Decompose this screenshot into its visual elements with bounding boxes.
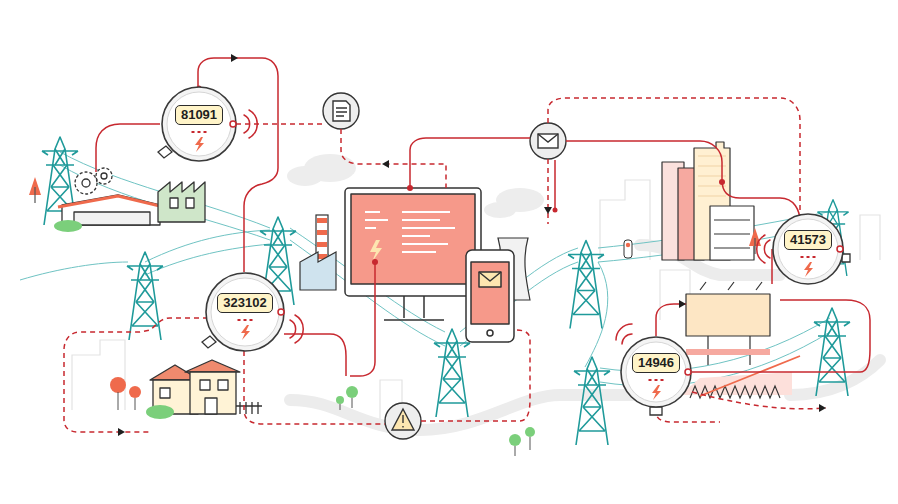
smart-meter: 323102 xyxy=(205,272,285,352)
smart-meter: 81091 xyxy=(161,86,237,162)
meter-reading: 41573 xyxy=(784,230,832,250)
meter-reading: 14946 xyxy=(632,353,680,373)
smart-meter: 41573 xyxy=(772,213,844,285)
smart-meter: 14946 xyxy=(620,336,692,408)
meter-reading: 323102 xyxy=(217,293,272,313)
meter-reading: 81091 xyxy=(175,105,223,125)
